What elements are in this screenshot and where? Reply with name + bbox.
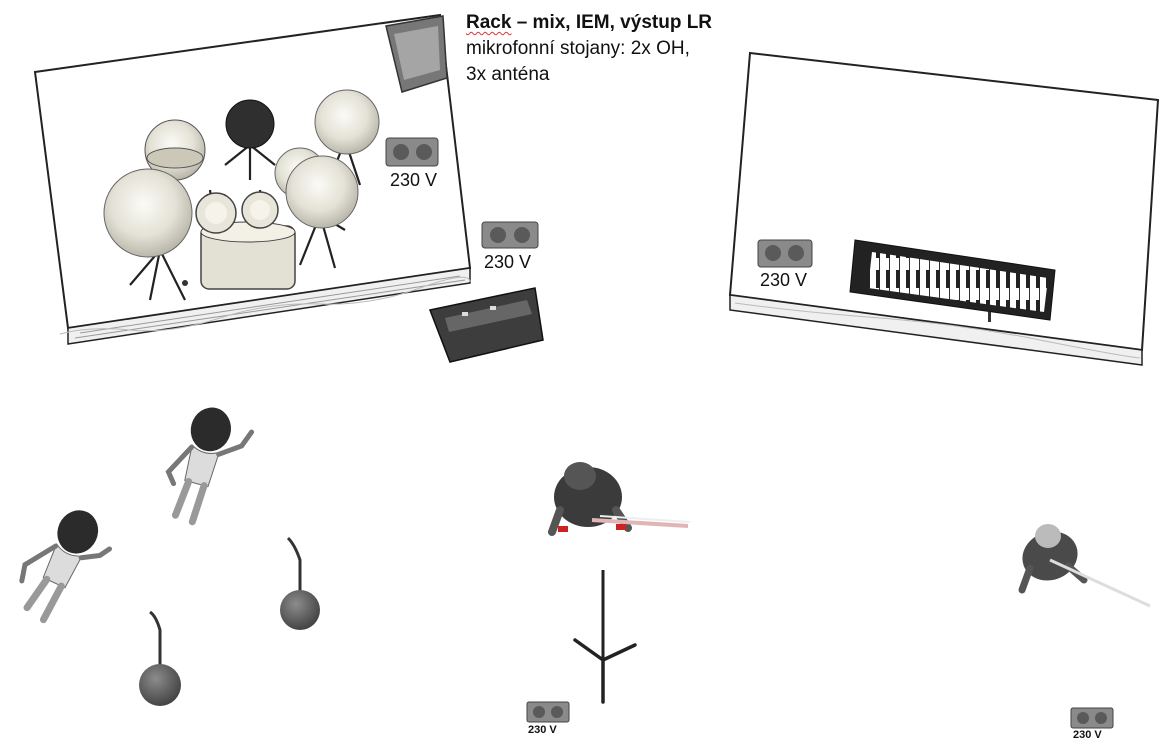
power-label: 230 V: [1073, 729, 1102, 741]
vocalist-icon: [7, 498, 119, 633]
mic-stands-note: mikrofonní stojany: 2x OH,: [466, 36, 766, 62]
rack-label: Rack: [466, 12, 511, 33]
power-label: 230 V: [484, 252, 531, 273]
rack-note: Rack – mix, IEM, výstup LR mikrofonní st…: [466, 10, 766, 88]
guitarist-icon: [552, 462, 690, 532]
power-outlet-icon: [482, 222, 538, 248]
power-label: 230 V: [390, 170, 437, 191]
power-label: 230 V: [528, 724, 557, 736]
amp-icon: [430, 288, 543, 362]
mic-boom-stand-icon: [575, 570, 635, 702]
power-label: 230 V: [760, 270, 807, 291]
power-outlet-icon: [758, 240, 812, 267]
antenna-note: 3x anténa: [466, 62, 766, 88]
power-outlet-icon: [386, 138, 438, 166]
power-outlet-icon: [527, 702, 569, 722]
mic-stand-icon: [280, 538, 320, 630]
power-outlet-icon: [1071, 708, 1113, 728]
rack-description: – mix, IEM, výstup LR: [511, 12, 712, 33]
vocalist-icon: [158, 400, 256, 530]
mic-stand-icon: [139, 612, 181, 706]
bassist-icon: [1015, 524, 1150, 606]
keys-riser: [730, 53, 1158, 365]
